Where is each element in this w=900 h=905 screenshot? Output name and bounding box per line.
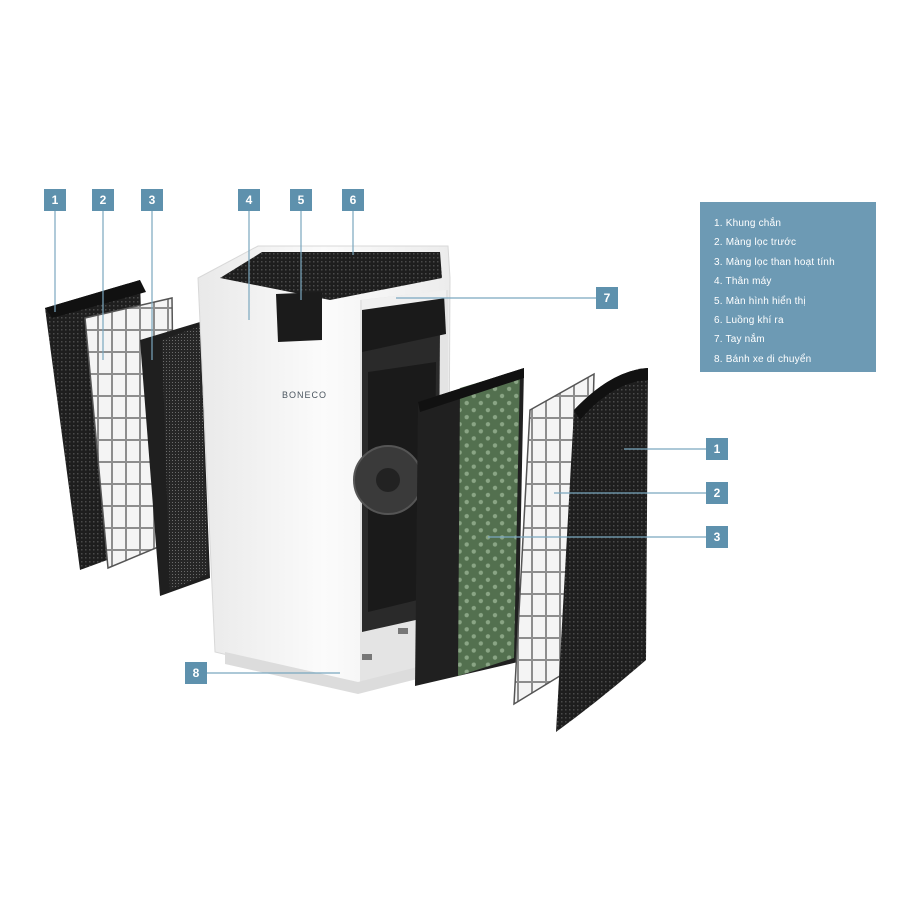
callout-3-carbon-filter: 3 (141, 189, 163, 211)
brand-logo: BONECO (282, 390, 327, 400)
legend-item-5: 5. Màn hình hiển thị (714, 295, 806, 307)
callout-1-outer-cover: 1 (44, 189, 66, 211)
legend-item-8: 8. Bánh xe di chuyển (714, 353, 812, 365)
callout-5-display: 5 (290, 189, 312, 211)
leader-lines (54, 210, 706, 674)
callout-7-handle: 7 (596, 287, 618, 309)
left-carbon-filter (140, 322, 210, 596)
legend-item-7: 7. Tay nắm (714, 334, 765, 346)
callout-4-body: 4 (238, 189, 260, 211)
legend-item-3: 3. Màng lọc than hoạt tính (714, 256, 835, 268)
callout-2-right-pre-filter: 2 (706, 482, 728, 504)
legend-item-2: 2. Màng lọc trước (714, 237, 797, 249)
legend-item-6: 6. Luồng khí ra (714, 315, 784, 327)
callout-6-air-outlet: 6 (342, 189, 364, 211)
callout-1-right-outer-cover: 1 (706, 438, 728, 460)
right-outer-cover (556, 368, 648, 732)
legend-item-4: 4. Thân máy (714, 276, 772, 288)
legend-box: 1. Khung chắn 2. Màng lọc trước 3. Màng … (700, 202, 876, 372)
callout-8-wheels: 8 (185, 662, 207, 684)
right-carbon-filter (415, 368, 524, 686)
callout-3-right-carbon-filter: 3 (706, 526, 728, 548)
legend-item-1: 1. Khung chắn (714, 218, 782, 229)
purifier-body: BONECO (197, 245, 451, 694)
callout-2-pre-filter: 2 (92, 189, 114, 211)
